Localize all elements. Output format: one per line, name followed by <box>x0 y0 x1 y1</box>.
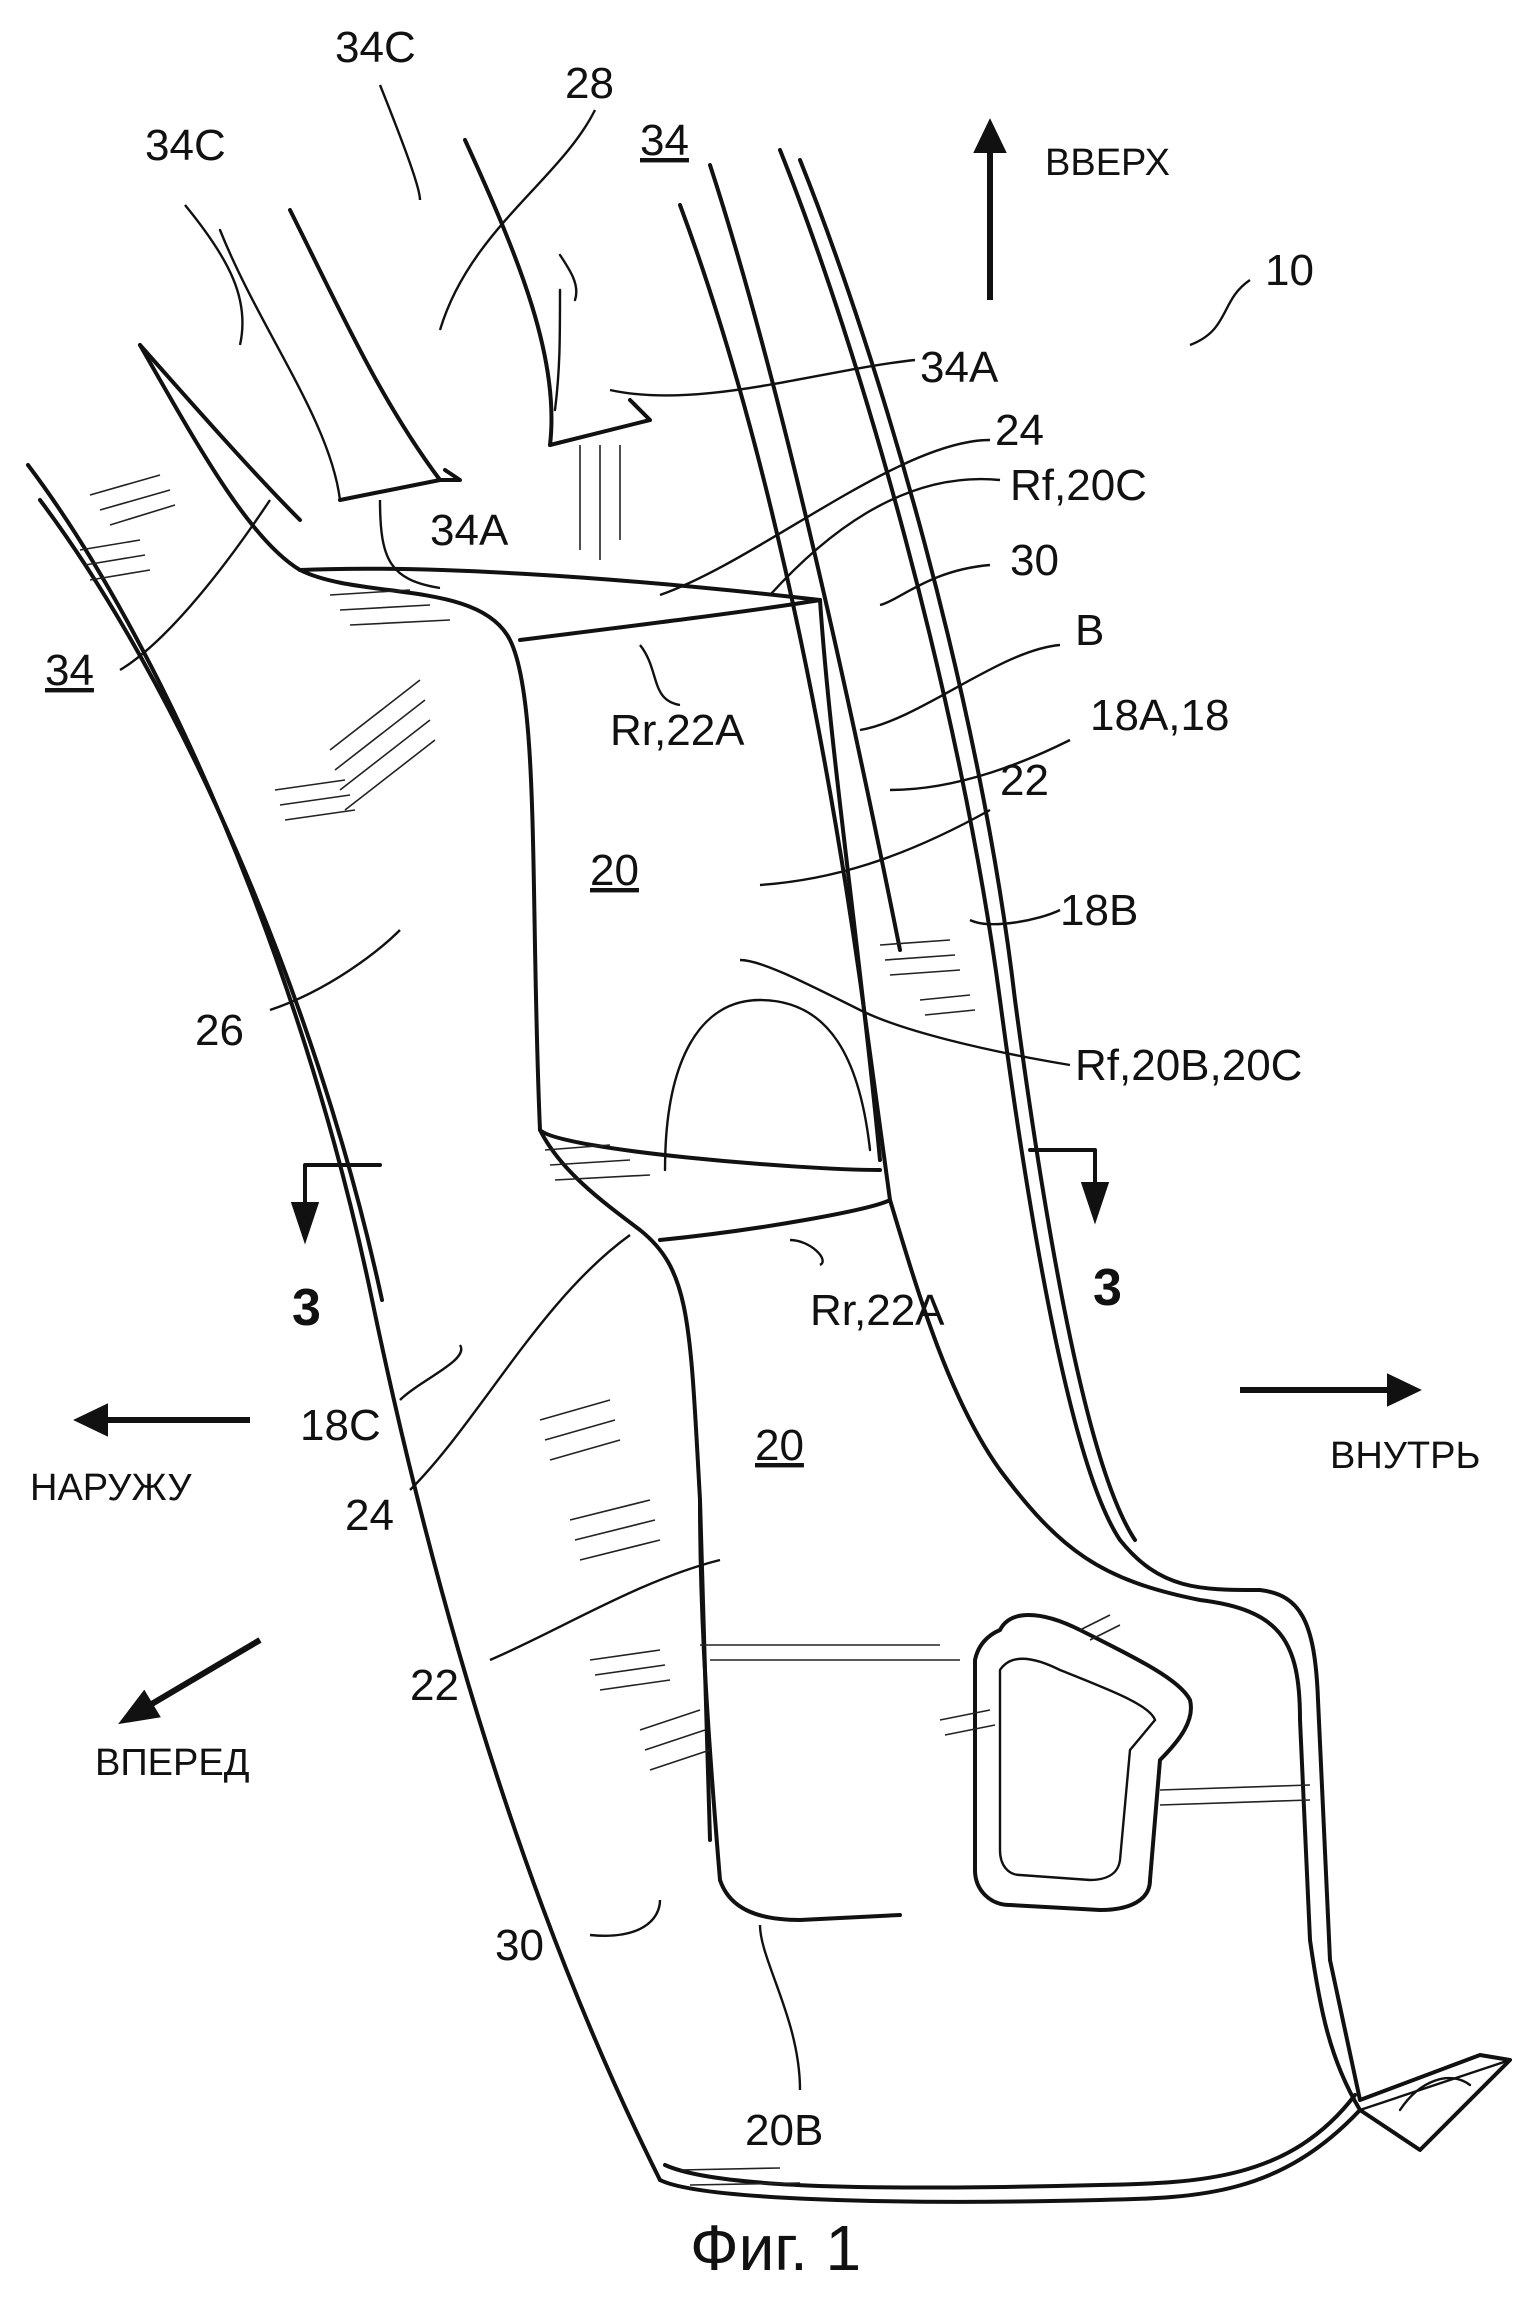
section-labels: 3 3 <box>292 1259 1122 1337</box>
direction-labels: ВВЕРХ ВНУТРЬ НАРУЖУ ВПЕРЕД <box>30 142 1480 1784</box>
label-rr-22a-bottom: Rr,22A <box>810 1286 945 1335</box>
label-20b: 20B <box>745 2106 823 2155</box>
label-34c-a: 34C <box>335 23 416 72</box>
label-18b: 18B <box>1060 886 1138 935</box>
label-34a-right: 34A <box>920 343 999 392</box>
label-22-top: 22 <box>1000 756 1049 805</box>
leader-lines <box>119 84 1251 2091</box>
figure-caption: Фиг. 1 <box>690 2212 861 2284</box>
label-20-top: 20 <box>590 846 639 895</box>
direction-arrows <box>73 118 1422 1725</box>
label-34a-left: 34A <box>430 506 509 555</box>
label-34c-b: 34C <box>145 121 226 170</box>
label-30-bottom: 30 <box>495 1921 544 1970</box>
section-mark-left: 3 <box>292 1279 321 1337</box>
label-10: 10 <box>1265 246 1314 295</box>
label-24-top: 24 <box>995 406 1044 455</box>
label-rf-20b-20c: Rf,20B,20C <box>1075 1041 1302 1090</box>
label-20-bottom: 20 <box>755 1421 804 1470</box>
label-up: ВВЕРХ <box>1045 142 1170 184</box>
label-inward: ВНУТРЬ <box>1330 1435 1480 1477</box>
label-rr-22a-top: Rr,22A <box>610 706 745 755</box>
label-34-left: 34 <box>45 646 94 695</box>
label-34-top: 34 <box>640 116 689 165</box>
label-24-bottom: 24 <box>345 1491 394 1540</box>
label-outward: НАРУЖУ <box>30 1467 192 1509</box>
label-26: 26 <box>195 1006 244 1055</box>
label-18c: 18C <box>300 1401 381 1450</box>
label-b: B <box>1075 606 1104 655</box>
reference-labels: 10 34C 34C 28 34 34A 24 Rf,20C 34A 30 B … <box>45 23 1314 2155</box>
label-forward: ВПЕРЕД <box>95 1742 250 1784</box>
label-22-bottom: 22 <box>410 1661 459 1710</box>
pillar-drawing <box>26 138 1512 2204</box>
label-30-top: 30 <box>1010 536 1059 585</box>
section-marks <box>290 1148 1110 1245</box>
label-rf-20c: Rf,20C <box>1010 461 1147 510</box>
forward-arrow-icon <box>148 1637 262 1708</box>
label-18a-18: 18A,18 <box>1090 691 1229 740</box>
section-mark-right: 3 <box>1093 1259 1122 1317</box>
label-28: 28 <box>565 59 614 108</box>
